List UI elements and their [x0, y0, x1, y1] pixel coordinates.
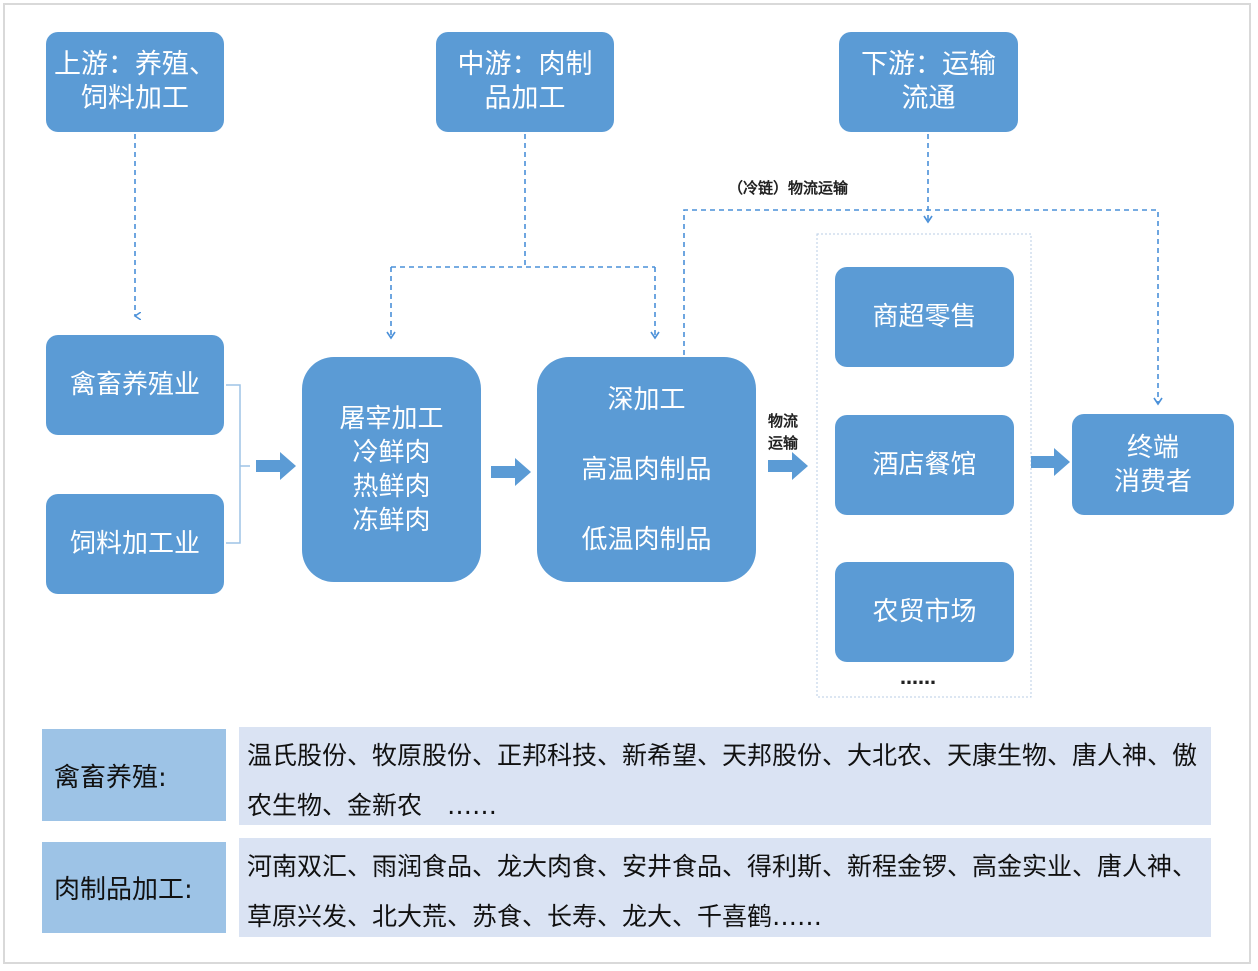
logistics-label: 物流 运输	[768, 410, 798, 454]
cold-chain-dashed-line	[683, 209, 1159, 404]
stage-label: 品加工	[484, 83, 566, 114]
more-channels: ……	[900, 668, 936, 689]
downstream-stage: 下游：运输 流通	[839, 32, 1018, 132]
merge-bracket	[226, 384, 250, 544]
node-hotel-restaurant: 酒店餐馆	[835, 415, 1014, 515]
arrow-right-icon	[768, 452, 808, 480]
arrow-right-icon	[491, 458, 531, 486]
arrowhead-icon	[1153, 397, 1163, 406]
node-label: 农贸市场	[872, 597, 977, 627]
node-label: 商超零售	[872, 302, 977, 332]
stage-label: 中游：肉制	[457, 49, 593, 80]
node-label: 禽畜养殖业	[69, 370, 200, 400]
node-label: 终端	[1126, 432, 1179, 463]
node-label: 高温肉制品	[581, 454, 712, 485]
node-label: 屠宰加工	[339, 403, 444, 434]
node-label: 酒店餐馆	[872, 450, 977, 480]
arrow-right-icon	[1031, 448, 1070, 476]
node-label: 饲料加工业	[69, 529, 200, 559]
logistics-label-line: 物流	[768, 412, 799, 430]
upstream-stage: 上游：养殖、 饲料加工	[46, 32, 224, 132]
stage-label: 饲料加工	[81, 83, 189, 114]
arrowhead-icon	[923, 215, 933, 224]
node-livestock: 禽畜养殖业	[46, 335, 224, 435]
stage-label: 下游：运输	[861, 49, 996, 80]
node-label: 热鲜肉	[352, 471, 431, 502]
cold-chain-label: （冷链）物流运输	[728, 179, 849, 197]
frame-border	[3, 3, 1251, 964]
node-slaughter: 屠宰加工 冷鲜肉 热鲜肉 冻鲜肉	[302, 357, 481, 582]
node-retail: 商超零售	[835, 267, 1014, 367]
node-label: 低温肉制品	[581, 524, 712, 555]
arrowhead-icon	[650, 331, 660, 340]
stage-label: 上游：养殖、	[54, 49, 216, 80]
stage-label: 流通	[901, 83, 956, 114]
node-consumer: 终端 消费者	[1072, 414, 1234, 515]
midstream-dashed-line	[390, 134, 656, 338]
node-label: 冷鲜肉	[352, 437, 431, 468]
node-feed: 饲料加工业	[46, 494, 224, 594]
midstream-stage: 中游：肉制 品加工	[436, 32, 614, 132]
arrow-right-icon	[256, 452, 296, 480]
node-label: 冻鲜肉	[352, 505, 431, 536]
arrowhead-icon	[386, 331, 396, 340]
node-label: 深加工	[607, 384, 686, 415]
node-farmers-market: 农贸市场	[835, 562, 1014, 662]
category-livestock: 禽畜养殖:	[42, 729, 226, 821]
logistics-label-line: 运输	[768, 434, 799, 452]
company-list-meat-processing: 河南双汇、雨润食品、龙大肉食、安井食品、得利斯、新程金锣、高金实业、唐人神、草原…	[239, 838, 1211, 937]
node-deep-processing: 深加工 高温肉制品 低温肉制品	[537, 357, 756, 582]
company-list-livestock: 温氏股份、牧原股份、正邦科技、新希望、天邦股份、大北农、天康生物、唐人神、傲农生…	[239, 727, 1211, 825]
node-label: 消费者	[1113, 466, 1192, 497]
category-meat-processing: 肉制品加工:	[42, 842, 226, 933]
